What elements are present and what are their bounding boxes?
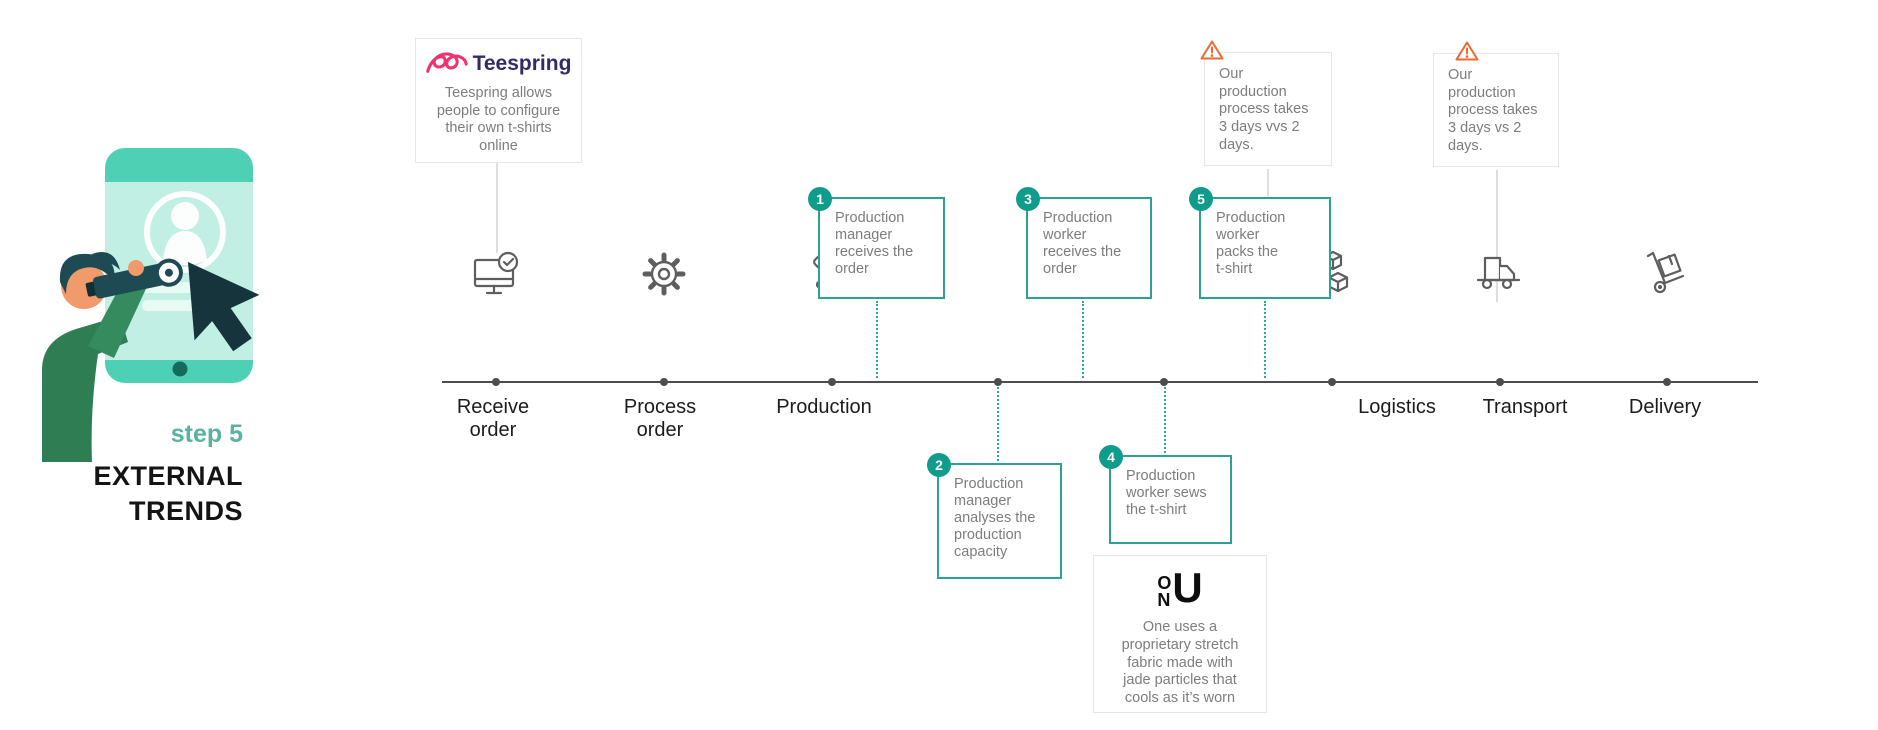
warning-text: Our production process takes 3 days vvs … [1219, 66, 1309, 153]
step-text: Production worker receives the order [1043, 210, 1122, 278]
warning-connector-line [1267, 169, 1269, 196]
warning-triangle-icon [1200, 40, 1224, 60]
cursor-arrow-icon [188, 262, 260, 352]
gear-icon [642, 252, 686, 296]
timeline-node [1496, 378, 1504, 386]
step-number-badge: 1 [808, 187, 832, 211]
stage-label-delivery: Delivery [1628, 396, 1702, 418]
onu-logo-n: N [1157, 590, 1171, 611]
step-text: Production worker sews the t-shirt [1126, 468, 1207, 519]
timeline-axis [442, 378, 1758, 386]
step-box-1: 1 Production manager receives the order [808, 187, 945, 299]
step-number-badge: 5 [1189, 187, 1213, 211]
teespring-connector-line [496, 163, 498, 253]
step-box-4: 4 Production worker sews the t-shirt [1099, 445, 1232, 544]
timeline-node [1160, 378, 1168, 386]
step-3-dotted-connector [1082, 301, 1084, 378]
warning-card-production: Our production process takes 3 days vvs … [1200, 40, 1332, 166]
intro-block: step 5 EXTERNAL TRENDS [40, 420, 243, 529]
timeline-node [1328, 378, 1336, 386]
onu-description: One uses a proprietary stretch fabric ma… [1121, 619, 1239, 706]
timeline-node [660, 378, 668, 386]
step-number-badge: 4 [1099, 445, 1123, 469]
teespring-logo-row: Teespring [416, 49, 581, 79]
step-1-dotted-connector [876, 301, 878, 378]
teespring-description: Teespring allows people to configure the… [436, 85, 561, 155]
truck-icon [1476, 256, 1521, 290]
step-4-dotted-connector [1164, 387, 1166, 453]
step-box-3: 3 Production worker receives the order [1016, 187, 1152, 299]
timeline-node [1663, 378, 1671, 386]
stage-label-transport: Transport [1482, 396, 1568, 418]
stage-label-logistics: Logistics [1358, 396, 1436, 418]
warning-text: Our production process takes 3 days vs 2… [1448, 67, 1538, 154]
step-text: Production manager analyses the producti… [954, 476, 1036, 561]
step-number-badge: 2 [927, 453, 951, 477]
onu-logo-u: U [1172, 564, 1203, 611]
telescope-graphic [85, 258, 183, 299]
step-number-label: step 5 [170, 420, 243, 448]
onu-logo: O N U [1094, 564, 1266, 611]
teespring-squiggle-icon [425, 52, 468, 73]
step-number-badge: 3 [1016, 187, 1040, 211]
step-2-dotted-connector [997, 387, 999, 461]
warning-triangle-icon [1455, 41, 1479, 61]
onu-card: O N U One uses a proprietary stretch fab… [1093, 555, 1267, 713]
person-graphic [42, 252, 183, 462]
monitor-check-icon [473, 251, 519, 295]
person-telescope-illustration [42, 148, 260, 462]
onu-logo-o: O [1157, 573, 1172, 593]
step-box-2: 2 Production manager analyses the produc… [927, 453, 1062, 579]
step-box-5: 5 Production worker packs the t-shirt [1189, 187, 1331, 299]
step-text: Production worker packs the t-shirt [1216, 210, 1286, 278]
stage-label-production: Production [776, 396, 872, 418]
timeline-node [994, 378, 1002, 386]
teespring-brand-name: Teespring [472, 52, 572, 75]
step-text: Production manager receives the order [835, 210, 914, 278]
teespring-card: Teespring Teespring allows people to con… [415, 38, 582, 163]
stage-label-process-order: Process order [623, 396, 697, 441]
warning-card-transport: Our production process takes 3 days vs 2… [1433, 41, 1559, 167]
step-5-dotted-connector [1264, 301, 1266, 378]
hand-truck-icon [1646, 251, 1685, 294]
timeline-node [492, 378, 500, 386]
onu-logo-letters: O N [1157, 573, 1172, 611]
stage-label-receive-order: Receive order [456, 396, 530, 441]
timeline-node [828, 378, 836, 386]
warning-connector-line [1496, 170, 1498, 302]
page-title: EXTERNAL TRENDS [93, 461, 243, 527]
